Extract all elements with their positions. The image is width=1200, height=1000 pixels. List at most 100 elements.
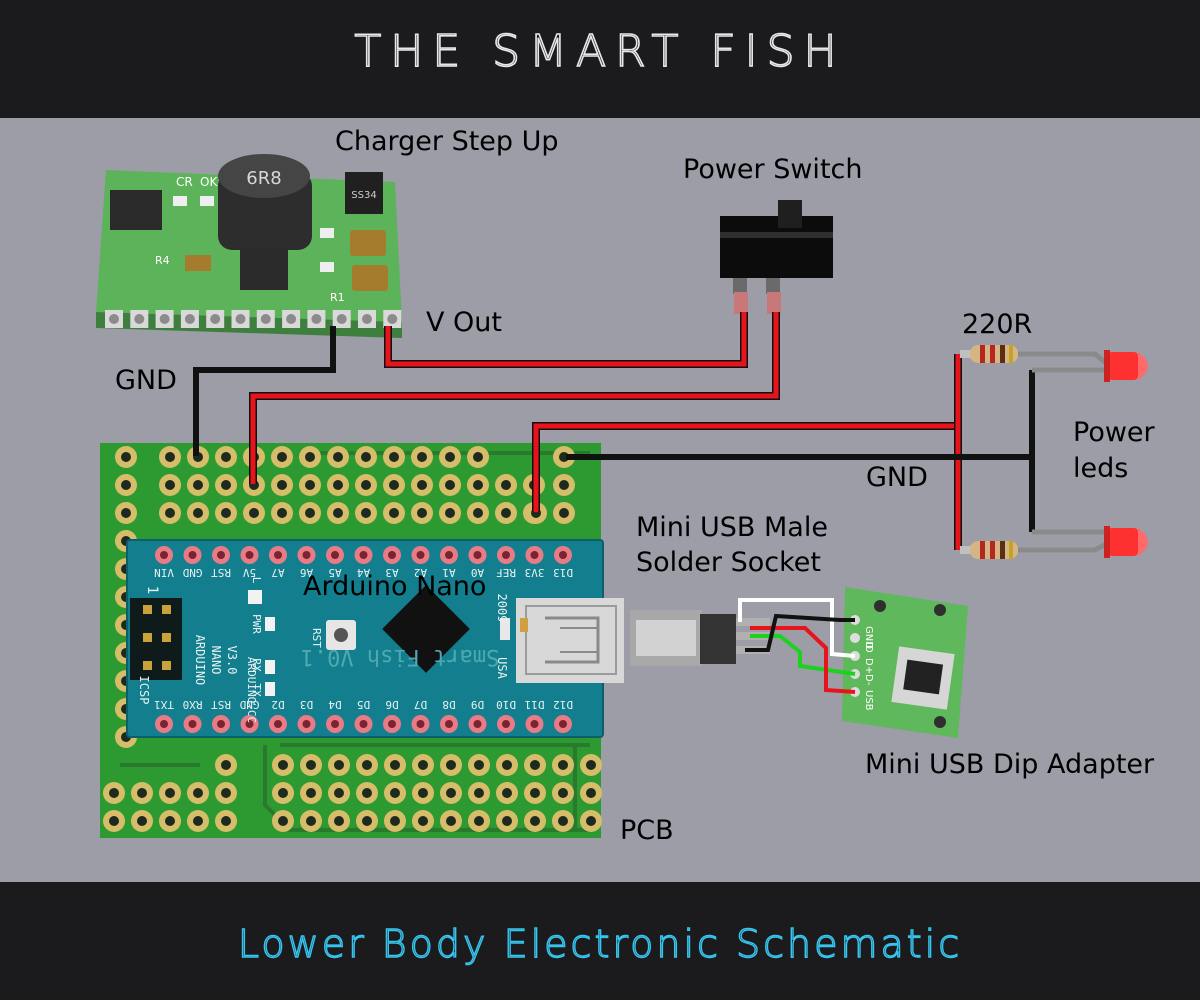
power-switch	[720, 200, 833, 314]
adapter-pin-usb: USB	[863, 690, 874, 711]
power-leds-label-line1: Power	[1073, 417, 1155, 448]
v-out-label: V Out	[426, 307, 503, 338]
mini-usb-male-socket	[630, 610, 770, 666]
wire-v-out	[385, 312, 747, 367]
arduino-usb-port	[516, 598, 624, 683]
arduino-pin-label: RST	[211, 566, 231, 579]
arduino-pin-label: A1	[442, 566, 455, 579]
arduino-pin-label: D12	[553, 698, 573, 711]
usb-wire-red	[750, 626, 856, 694]
page-title: THE SMART FISH	[354, 25, 846, 78]
arduino-pin-label: D8	[442, 698, 455, 711]
arduino-label: Arduino Nano	[303, 571, 487, 602]
wire-led-signal	[533, 423, 958, 512]
usb-adapter-label: Mini USB Dip Adapter	[865, 749, 1155, 780]
diode-marking: SS34	[351, 190, 376, 201]
usb-wires	[738, 598, 856, 694]
arduino-bottom-pin-row: D12 D11 D10 D9 D8 D7 D6 D5 D4 D3 D2 GND RST RX0 TX1	[154, 698, 573, 733]
arduino-pin-label: RST	[211, 698, 231, 711]
header-banner	[0, 0, 1200, 118]
wires	[193, 312, 1035, 550]
mini-usb-dip-adapter: GND ID D+ D- USB	[842, 587, 968, 738]
charger-ok-text: OK	[200, 175, 218, 189]
adapter-pin-dplus: D+	[863, 658, 874, 674]
arduino-pin-label: 3V3	[525, 566, 545, 579]
footer-banner	[0, 882, 1200, 1000]
charger-r4-text: R4	[155, 254, 170, 267]
power-leds-label-line2: leds	[1073, 453, 1129, 484]
board-text-rst: RST	[310, 628, 323, 648]
board-text-version: V3.0	[225, 646, 239, 675]
arduino-pin-label: D9	[471, 698, 484, 711]
arduino-pin-label: A5	[328, 566, 341, 579]
board-text-pwr: PWR	[250, 614, 263, 634]
usb-wire-black	[745, 613, 855, 652]
adapter-pin-id: ID	[863, 642, 874, 653]
arduino-pin-label: GND	[183, 566, 203, 579]
arduino-pin-label: A4	[357, 566, 371, 579]
board-text-year: 2009	[495, 594, 509, 623]
usb-socket-label-line2: Solder Socket	[636, 547, 821, 578]
switch-slider	[778, 200, 802, 228]
power-switch-label: Power Switch	[683, 154, 863, 185]
arduino-pin-label: D13	[553, 566, 573, 579]
pcb-label: PCB	[620, 815, 674, 846]
arduino-pin-label: D4	[328, 698, 342, 711]
arduino-pin-label: D7	[414, 698, 427, 711]
pcb-pads	[103, 446, 602, 832]
arduino-pin-label: A0	[471, 566, 484, 579]
board-text-arduino: ARDUINO	[193, 635, 207, 686]
gnd-label-charger: GND	[115, 365, 177, 396]
arduino-board	[127, 540, 603, 737]
page-subtitle: Lower Body Electronic Schematic	[237, 921, 963, 966]
wire-switch-to-pcb	[250, 312, 779, 484]
arduino-pin-label: GND	[240, 698, 260, 711]
led-top	[1104, 350, 1148, 382]
arduino-pin-label: D11	[525, 698, 545, 711]
arduino-pin-label: A3	[385, 566, 398, 579]
resistor-bottom	[960, 529, 1112, 559]
board-text-l: L	[250, 577, 263, 584]
diode	[345, 172, 383, 214]
charger-cr-text: CR	[176, 175, 193, 189]
charger-step-up-module: 6R8 SS34 CR OK R1 R4	[96, 154, 402, 338]
switch-body	[720, 216, 833, 278]
inductor-marking: 6R8	[246, 168, 281, 189]
arduino-pin-label: TX1	[154, 698, 174, 711]
arduino-pin-label: A2	[414, 566, 427, 579]
wire-charger-gnd	[193, 326, 336, 456]
usb-male-housing	[700, 614, 736, 664]
usb-wire-white	[738, 598, 856, 658]
arduino-pin-label: REF	[496, 566, 516, 579]
arduino-pin-label: D3	[300, 698, 313, 711]
arduino-pin-label: RX0	[183, 698, 203, 711]
board-text-country: USA	[495, 657, 509, 679]
board-text-icsp: ICSP	[137, 676, 151, 705]
resistor-top	[960, 345, 1112, 373]
arduino-pin-label: 5V	[243, 566, 257, 579]
arduino-pin-label: D2	[271, 698, 284, 711]
board-silk-text: Smart Fish V0.1	[301, 644, 500, 669]
arduino-pin-label: D5	[357, 698, 370, 711]
charger-label: Charger Step Up	[335, 126, 559, 157]
icsp-header	[130, 598, 182, 680]
resistor-label: 220R	[962, 309, 1033, 340]
led-bottom	[1104, 526, 1148, 558]
board-text-rx: RX	[250, 658, 263, 672]
board-text-nano: NANO	[209, 646, 223, 675]
arduino-pin-label: D6	[385, 698, 398, 711]
arduino-pin-label: D10	[496, 698, 516, 711]
arduino-pin-label: A7	[271, 566, 284, 579]
charger-pin-row	[105, 310, 402, 328]
adapter-pin-dminus: D-	[863, 674, 874, 686]
board-text-pin1: 1	[144, 586, 160, 594]
microcontroller-chip	[382, 585, 470, 673]
usb-socket-label-line1: Mini USB Male	[636, 512, 828, 543]
arduino-pin-label: A6	[300, 566, 313, 579]
board-text-tx: TX	[250, 683, 263, 697]
adapter-pin-gnd: GND	[863, 626, 874, 649]
